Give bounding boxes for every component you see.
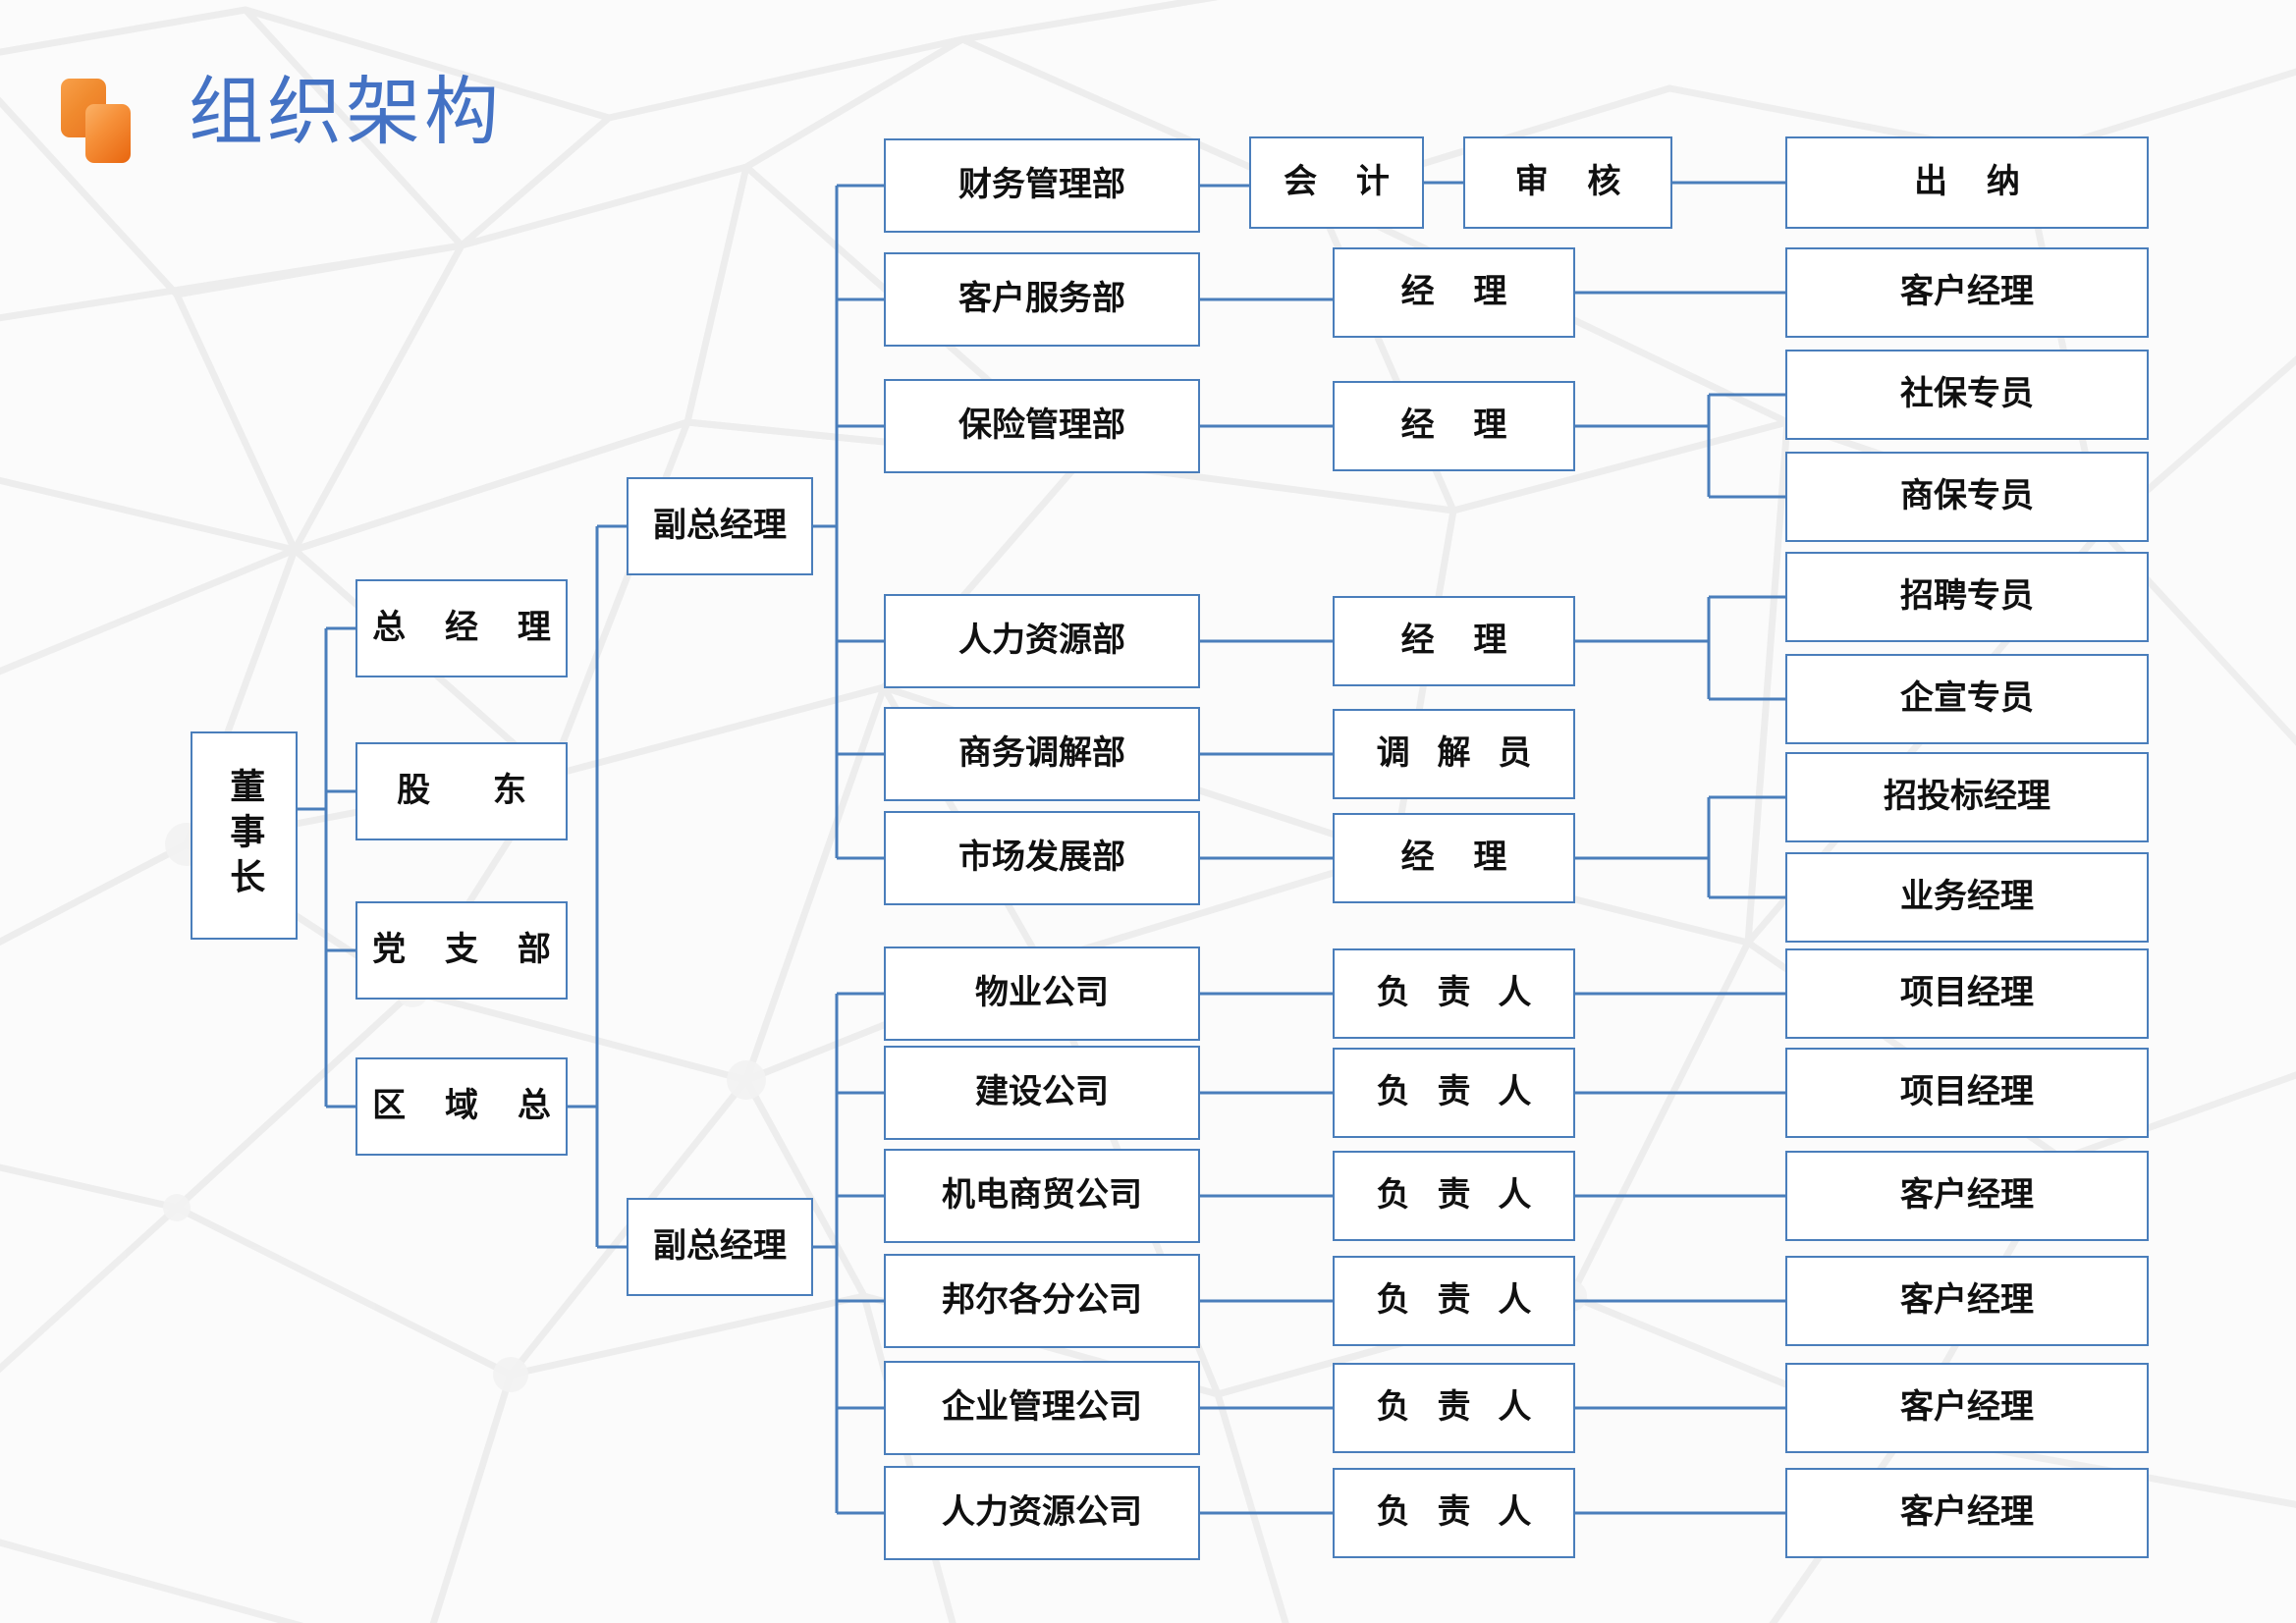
node-shareholder[interactable]: 股 东 bbox=[355, 742, 568, 840]
node-cs-manager[interactable]: 经 理 bbox=[1333, 247, 1575, 338]
node-commercial-insurance-specialist[interactable]: 商保专员 bbox=[1785, 452, 2149, 542]
node-dept-finance[interactable]: 财务管理部 bbox=[884, 138, 1200, 233]
node-vice-gm-top[interactable]: 副总经理 bbox=[627, 477, 813, 575]
node-cashier[interactable]: 出 纳 bbox=[1785, 136, 2149, 229]
node-insurance-manager[interactable]: 经 理 bbox=[1333, 381, 1575, 471]
node-sub-construction[interactable]: 建设公司 bbox=[884, 1046, 1200, 1140]
page-title: 组织架构 bbox=[189, 68, 503, 155]
node-sub-banger-staff[interactable]: 客户经理 bbox=[1785, 1256, 2149, 1346]
node-chairman[interactable]: 董事长 bbox=[191, 731, 298, 940]
node-market-manager[interactable]: 经 理 bbox=[1333, 813, 1575, 903]
node-hr-manager[interactable]: 经 理 bbox=[1333, 596, 1575, 686]
node-sub-enterprise-management-head[interactable]: 负 责 人 bbox=[1333, 1363, 1575, 1453]
node-party-branch[interactable]: 党 支 部 bbox=[355, 901, 568, 1000]
node-sub-electromechanical-staff[interactable]: 客户经理 bbox=[1785, 1151, 2149, 1241]
node-sub-property-staff[interactable]: 项目经理 bbox=[1785, 948, 2149, 1039]
node-sub-construction-head[interactable]: 负 责 人 bbox=[1333, 1048, 1575, 1138]
node-cs-account-manager[interactable]: 客户经理 bbox=[1785, 247, 2149, 338]
node-sub-construction-staff[interactable]: 项目经理 bbox=[1785, 1048, 2149, 1138]
node-general-manager[interactable]: 总 经 理 bbox=[355, 579, 568, 677]
node-accountant[interactable]: 会 计 bbox=[1249, 136, 1424, 229]
node-sub-banger-head[interactable]: 负 责 人 bbox=[1333, 1256, 1575, 1346]
node-sub-property-head[interactable]: 负 责 人 bbox=[1333, 948, 1575, 1039]
node-sub-electromechanical[interactable]: 机电商贸公司 bbox=[884, 1149, 1200, 1243]
node-dept-mediation[interactable]: 商务调解部 bbox=[884, 707, 1200, 801]
node-dept-market-development[interactable]: 市场发展部 bbox=[884, 811, 1200, 905]
node-sub-electromechanical-head[interactable]: 负 责 人 bbox=[1333, 1151, 1575, 1241]
node-sub-property[interactable]: 物业公司 bbox=[884, 947, 1200, 1041]
node-pr-specialist[interactable]: 企宣专员 bbox=[1785, 654, 2149, 744]
node-sub-enterprise-management[interactable]: 企业管理公司 bbox=[884, 1361, 1200, 1455]
orange-double-square-logo bbox=[61, 79, 139, 167]
node-sub-enterprise-management-staff[interactable]: 客户经理 bbox=[1785, 1363, 2149, 1453]
node-sub-banger-branches[interactable]: 邦尔各分公司 bbox=[884, 1254, 1200, 1348]
node-dept-hr[interactable]: 人力资源部 bbox=[884, 594, 1200, 688]
node-dept-insurance[interactable]: 保险管理部 bbox=[884, 379, 1200, 473]
node-regional-head[interactable]: 区 域 总 bbox=[355, 1057, 568, 1156]
node-bidding-manager[interactable]: 招投标经理 bbox=[1785, 752, 2149, 842]
logo-square-front bbox=[85, 104, 131, 163]
node-sub-hr-company[interactable]: 人力资源公司 bbox=[884, 1466, 1200, 1560]
node-auditor[interactable]: 审 核 bbox=[1463, 136, 1672, 229]
node-vice-gm-bottom[interactable]: 副总经理 bbox=[627, 1198, 813, 1296]
node-business-manager[interactable]: 业务经理 bbox=[1785, 852, 2149, 943]
node-sub-hr-company-staff[interactable]: 客户经理 bbox=[1785, 1468, 2149, 1558]
node-recruiting-specialist[interactable]: 招聘专员 bbox=[1785, 552, 2149, 642]
node-mediator[interactable]: 调 解 员 bbox=[1333, 709, 1575, 799]
node-social-insurance-specialist[interactable]: 社保专员 bbox=[1785, 350, 2149, 440]
node-dept-customer-service[interactable]: 客户服务部 bbox=[884, 252, 1200, 347]
node-sub-hr-company-head[interactable]: 负 责 人 bbox=[1333, 1468, 1575, 1558]
